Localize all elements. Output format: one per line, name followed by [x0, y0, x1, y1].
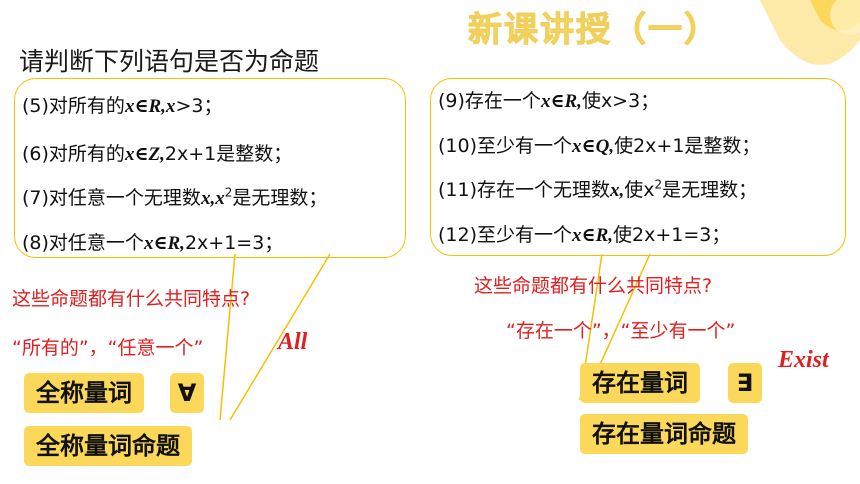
- english-exist: Exist: [778, 347, 829, 373]
- forall-symbol: ∀: [170, 373, 204, 413]
- left-item-7: (7)对任意一个无理数x,x2是无理数；: [22, 185, 328, 209]
- left-callout: [14, 78, 406, 258]
- left-item-8: (8)对任意一个x∈R,2x+1=3；: [22, 232, 284, 254]
- section-heading: 新课讲授（一）: [468, 10, 720, 51]
- left-callout-pointer: [219, 253, 331, 421]
- tag-universal-proposition: 全称量词命题: [24, 426, 192, 466]
- left-item-5: (5)对所有的x∈R,x>3；: [22, 95, 223, 117]
- left-key-phrase: “所有的”，“任意一个”: [12, 337, 204, 359]
- english-all: All: [278, 329, 308, 355]
- page-question: 请判断下列语句是否为命题: [19, 47, 320, 76]
- tag-existential-quantifier: 存在量词: [580, 363, 700, 403]
- right-item-11: (11)存在一个无理数x,使x2是无理数；: [438, 177, 758, 201]
- right-item-10: (10)至少有一个x∈Q,使2x+1是整数；: [438, 135, 761, 157]
- left-common-question: 这些命题都有什么共同特点?: [12, 288, 251, 310]
- right-item-9: (9)存在一个x∈R,使x>3；: [438, 90, 660, 112]
- tag-existential-proposition: 存在量词命题: [580, 414, 748, 454]
- exists-symbol: ∃: [728, 363, 762, 403]
- tag-universal-quantifier: 全称量词: [24, 373, 144, 413]
- right-item-12: (12)至少有一个x∈R,使2x+1=3；: [438, 224, 731, 246]
- right-common-question: 这些命题都有什么共同特点?: [474, 275, 713, 297]
- corner-decoration: [700, 0, 860, 80]
- right-callout: [430, 78, 846, 256]
- right-key-phrase: “存在一个”，“至少有一个”: [506, 320, 736, 342]
- left-item-6: (6)对所有的x∈Z,2x+1是整数；: [22, 143, 293, 165]
